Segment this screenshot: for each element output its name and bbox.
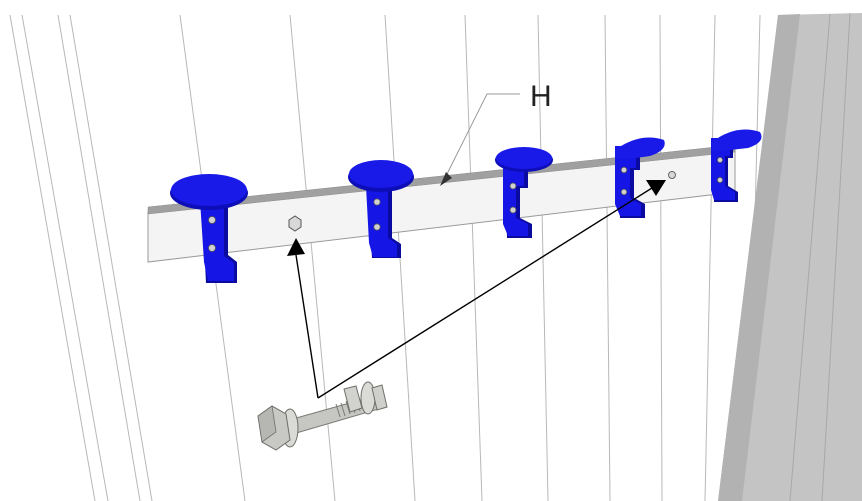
install-arrows <box>295 187 653 399</box>
bolt-assembly <box>257 381 388 451</box>
screw-icon <box>620 188 628 196</box>
screw-icon <box>509 206 517 214</box>
hook-1 <box>170 174 248 283</box>
screw-icon <box>509 182 517 190</box>
hook-2 <box>348 160 414 258</box>
screw-icon <box>717 156 724 163</box>
arrow-head-icon <box>646 180 666 196</box>
rail-bolt-hole-left <box>288 215 302 232</box>
side-wall <box>718 12 862 501</box>
arrow-head-icon <box>287 238 305 256</box>
hook-4 <box>615 137 665 218</box>
screw-icon <box>373 198 381 206</box>
screw-icon <box>373 223 381 231</box>
hook-3 <box>495 147 553 238</box>
screw-icon <box>717 176 724 183</box>
hook-5 <box>711 129 762 202</box>
screw-icon <box>620 166 628 174</box>
screw-icon <box>208 244 216 252</box>
rail-bolt-hole-right <box>668 171 676 179</box>
screw-icon <box>208 216 216 224</box>
callout-label: H <box>530 80 552 113</box>
wall-panel-lines <box>9 14 761 501</box>
callout-H: H <box>440 80 552 186</box>
